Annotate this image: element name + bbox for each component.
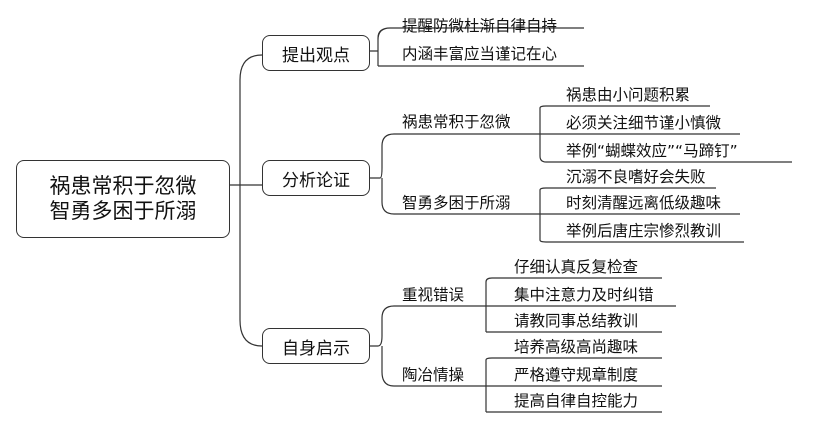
subtopic-3-1[interactable]: 重视错误: [402, 286, 465, 304]
main-topic-2-label: 分析论证: [282, 170, 350, 191]
subtopic-2-1[interactable]: 祸患常积于忽微: [402, 113, 511, 131]
subtopic-2-2[interactable]: 智勇多困于所溺: [402, 194, 511, 212]
connector-group-2-1: [532, 105, 792, 163]
leaf-1-2[interactable]: 内涵丰富应当谨记在心: [402, 45, 558, 63]
leaf-2-1-3[interactable]: 举例“蝴蝶效应”“马蹄钉”: [566, 142, 738, 160]
leaf-3-2-2[interactable]: 严格遵守规章制度: [514, 366, 639, 384]
leaf-3-2-3[interactable]: 提高自律自控能力: [514, 392, 639, 410]
main-topic-1-label: 提出观点: [282, 45, 350, 66]
leaf-2-2-1[interactable]: 沉溺不良嗜好会失败: [566, 168, 706, 186]
root-topic-line-1: 祸患常积于忽微: [49, 174, 197, 198]
leaf-2-2-2[interactable]: 时刻清醒远离低级趣味: [566, 194, 722, 212]
connector-group-3-1: [478, 277, 676, 333]
main-topic-1[interactable]: 提出观点: [262, 35, 370, 71]
leaf-3-1-1[interactable]: 仔细认真反复检查: [514, 258, 639, 276]
connector-group-3-2: [478, 357, 662, 413]
leaf-1-1[interactable]: 提醒防微杜渐自律自持: [402, 17, 558, 35]
root-topic[interactable]: 祸患常积于忽微 智勇多困于所溺: [16, 160, 230, 238]
connector-branch-2: [370, 133, 532, 215]
connector-branch-1: [370, 27, 584, 67]
connector-group-2-2: [532, 187, 744, 243]
leaf-3-2-1[interactable]: 培养高级高尚趣味: [514, 338, 639, 356]
leaf-3-1-2[interactable]: 集中注意力及时纠错: [514, 286, 654, 304]
root-topic-line-2: 智勇多困于所溺: [49, 199, 197, 223]
leaf-2-2-3[interactable]: 举例后唐庄宗惨烈教训: [566, 222, 722, 240]
leaf-2-1-2[interactable]: 必须关注细节谨小慎微: [566, 114, 722, 132]
connector-root-spine: [230, 54, 263, 347]
leaf-2-1-1[interactable]: 祸患由小问题积累: [566, 86, 691, 104]
main-topic-3[interactable]: 自身启示: [262, 328, 370, 364]
main-topic-3-label: 自身启示: [282, 338, 350, 359]
main-topic-2[interactable]: 分析论证: [262, 160, 370, 196]
connector-branch-3: [370, 305, 478, 387]
leaf-3-1-3[interactable]: 请教同事总结教训: [514, 312, 639, 330]
subtopic-3-2[interactable]: 陶冶情操: [402, 366, 465, 384]
